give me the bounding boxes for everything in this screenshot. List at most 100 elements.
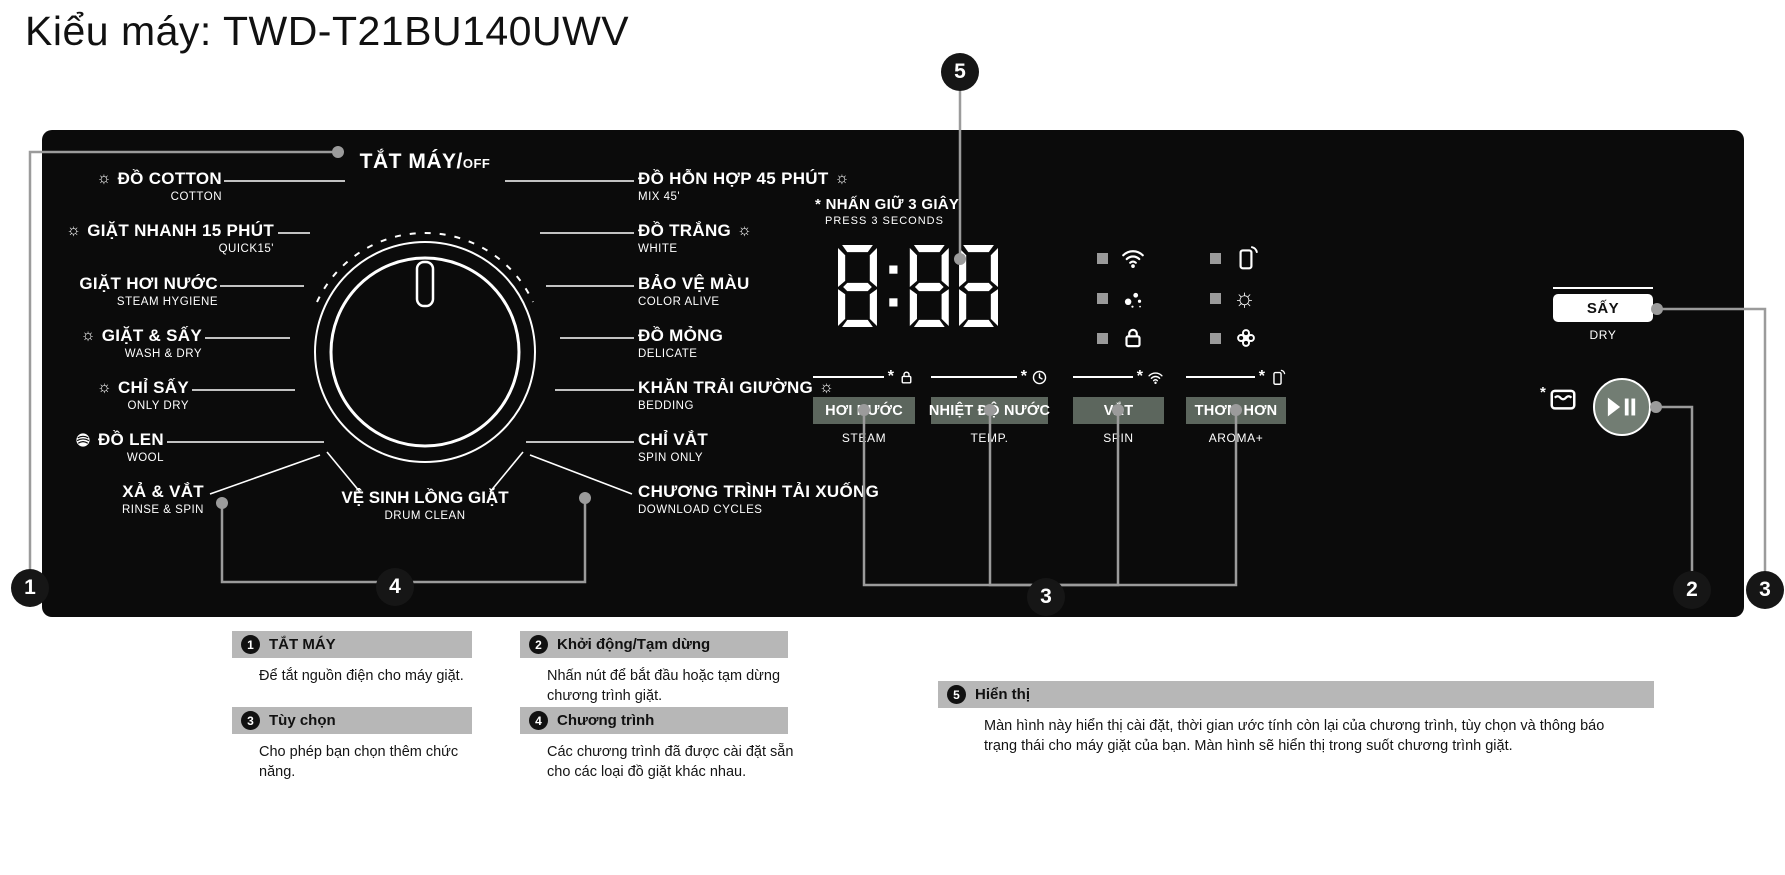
sun-icon: ☼ xyxy=(819,379,835,396)
wool-icon xyxy=(74,431,92,449)
asterisk: * xyxy=(1258,368,1265,385)
legend-number: 3 xyxy=(241,711,260,730)
sun-icon: ☼ xyxy=(1233,283,1256,312)
legend-title: Khởi động/Tạm dừng xyxy=(557,636,711,653)
program-sublabel: DOWNLOAD CYCLES xyxy=(638,504,763,516)
legend-title: TẮT MÁY xyxy=(269,636,336,653)
indicator-square xyxy=(1097,292,1108,304)
program-label: GIẶT NHANH 15 PHÚT xyxy=(87,221,274,240)
legend-header-power: 1 TẮT MÁY xyxy=(232,631,472,658)
program-white: ĐỒ TRẮNG ☼ WHITE xyxy=(638,221,752,255)
aroma-icon xyxy=(1233,325,1259,351)
program-sublabel: WASH & DRY xyxy=(124,348,202,360)
callout-1: 1 xyxy=(11,569,49,607)
spin-button[interactable]: VẮT xyxy=(1073,397,1164,424)
indicator-square xyxy=(1097,332,1108,344)
status-lock xyxy=(1097,325,1146,351)
hold-line-spin: * xyxy=(1073,368,1164,386)
phone-icon xyxy=(1269,369,1286,386)
callout-4: 4 xyxy=(376,568,414,606)
dial-dashes xyxy=(316,231,534,303)
program-steam-hygiene: GIẶT HƠI NƯỚC STEAM HYGIENE xyxy=(79,274,218,308)
hold-note-vi: * NHẤN GIỮ 3 GIÂY xyxy=(815,196,960,213)
program-sublabel: COTTON xyxy=(170,191,222,203)
callout-3: 3 xyxy=(1027,578,1065,616)
indicator-square xyxy=(1210,292,1221,304)
program-sublabel: SPIN ONLY xyxy=(638,452,703,464)
hold-wash-icon: * xyxy=(1540,384,1578,414)
legend-title: Tùy chọn xyxy=(269,712,336,729)
program-color-alive: BẢO VỆ MÀU COLOR ALIVE xyxy=(638,274,750,308)
program-download-cycles: CHƯƠNG TRÌNH TẢI XUỐNG DOWNLOAD CYCLES xyxy=(638,482,879,516)
program-sublabel: WHITE xyxy=(638,243,678,255)
legend-body-cycles: Các chương trình đã được cài đặt sẵn cho… xyxy=(547,744,794,781)
legend-number: 4 xyxy=(529,711,548,730)
program-rinse-spin: XẢ & VẮT RINSE & SPIN xyxy=(122,482,204,516)
program-sublabel: DRUM CLEAN xyxy=(384,510,466,522)
sun-icon: ☼ xyxy=(96,170,112,187)
sun-icon: ☼ xyxy=(80,327,96,344)
divider-line xyxy=(813,376,884,378)
temp-button[interactable]: NHIỆT ĐỘ NƯỚC xyxy=(929,397,1050,424)
program-sublabel: MIX 45' xyxy=(638,191,681,203)
dry-button-sublabel: DRY xyxy=(1589,328,1617,342)
status-remote xyxy=(1210,245,1259,271)
sun-icon: ☼ xyxy=(834,170,850,187)
clock-icon xyxy=(1031,369,1048,386)
program-label: XẢ & VẮT xyxy=(122,482,204,501)
time-display: 8:88 xyxy=(838,244,998,333)
divider-line xyxy=(1553,287,1653,289)
program-label: VỆ SINH LỒNG GIẶT xyxy=(341,488,509,507)
temp-button-sublabel: TEMP. xyxy=(970,431,1009,445)
status-dry: ☼ xyxy=(1210,285,1256,311)
dial-knob xyxy=(329,256,521,448)
dry-button[interactable]: SẤY xyxy=(1553,294,1653,322)
aroma-button[interactable]: THƠM HƠN xyxy=(1186,397,1286,424)
program-sublabel: BEDDING xyxy=(638,400,694,412)
program-sublabel: QUICK15' xyxy=(218,243,274,255)
asterisk: * xyxy=(887,368,894,385)
legend-body-options: Cho phép bạn chọn thêm chức năng. xyxy=(259,744,459,781)
program-cotton: ☼ ĐỒ COTTON COTTON xyxy=(97,169,222,203)
program-wool: ĐỒ LEN WOOL xyxy=(74,430,164,464)
lock-icon xyxy=(898,369,915,386)
legend-number: 1 xyxy=(241,635,260,654)
program-only-dry: ☼CHỈ SẤY ONLY DRY xyxy=(97,378,189,412)
program-sublabel: STEAM HYGIENE xyxy=(116,296,218,308)
steam-button-sublabel: STEAM xyxy=(841,431,887,445)
page-title: Kiểu máy: TWD-T21BU140UWV xyxy=(25,8,630,54)
program-label: BẢO VỆ MÀU xyxy=(638,274,750,293)
indicator-square xyxy=(1210,252,1221,264)
divider-line xyxy=(1186,376,1255,378)
play-pause-icon xyxy=(1607,397,1636,417)
program-wash-dry: ☼GIẶT & SẤY WASH & DRY xyxy=(81,326,202,360)
program-label: ĐỒ MỎNG xyxy=(638,326,724,345)
program-label: ĐỒ TRẮNG xyxy=(638,221,732,240)
sun-icon: ☼ xyxy=(737,222,753,239)
off-label-vi: TẮT MÁY/ xyxy=(359,150,463,173)
asterisk: * xyxy=(1020,368,1027,385)
hold-line-aroma: * xyxy=(1186,368,1286,386)
control-panel: TẮT MÁY/OFF ☼ĐỒ COTTON COTTON ☼GIẶT NHAN… xyxy=(42,130,1744,617)
status-bubbles xyxy=(1097,285,1146,311)
legend-title: Chương trình xyxy=(557,712,655,729)
off-position-label: TẮT MÁY/OFF xyxy=(325,150,525,174)
callout-3-dry: 3 xyxy=(1746,571,1784,609)
start-pause-button[interactable] xyxy=(1593,378,1651,436)
program-bedding: KHĂN TRẢI GIƯỜNG ☼ BEDDING xyxy=(638,378,834,412)
program-sublabel: ONLY DRY xyxy=(127,400,189,412)
program-delicate: ĐỒ MỎNG DELICATE xyxy=(638,326,723,360)
program-label: CHỈ SẤY xyxy=(117,378,189,397)
status-wifi xyxy=(1097,245,1146,271)
callout-5: 5 xyxy=(941,53,979,91)
legend-body-display: Màn hình này hiển thị cài đặt, thời gian… xyxy=(984,718,1605,755)
status-aroma xyxy=(1210,325,1259,351)
callout-2: 2 xyxy=(1673,571,1711,609)
program-label: KHĂN TRẢI GIƯỜNG xyxy=(638,378,814,397)
program-quick15: ☼GIẶT NHANH 15 PHÚT QUICK15' xyxy=(66,221,274,255)
steam-button[interactable]: HƠI NƯỚC xyxy=(813,397,915,424)
program-label: ĐỒ COTTON xyxy=(117,169,222,188)
bubbles-icon xyxy=(1120,285,1146,311)
spin-button-sublabel: SPIN xyxy=(1103,431,1134,445)
program-label: GIẶT HƠI NƯỚC xyxy=(79,274,218,293)
